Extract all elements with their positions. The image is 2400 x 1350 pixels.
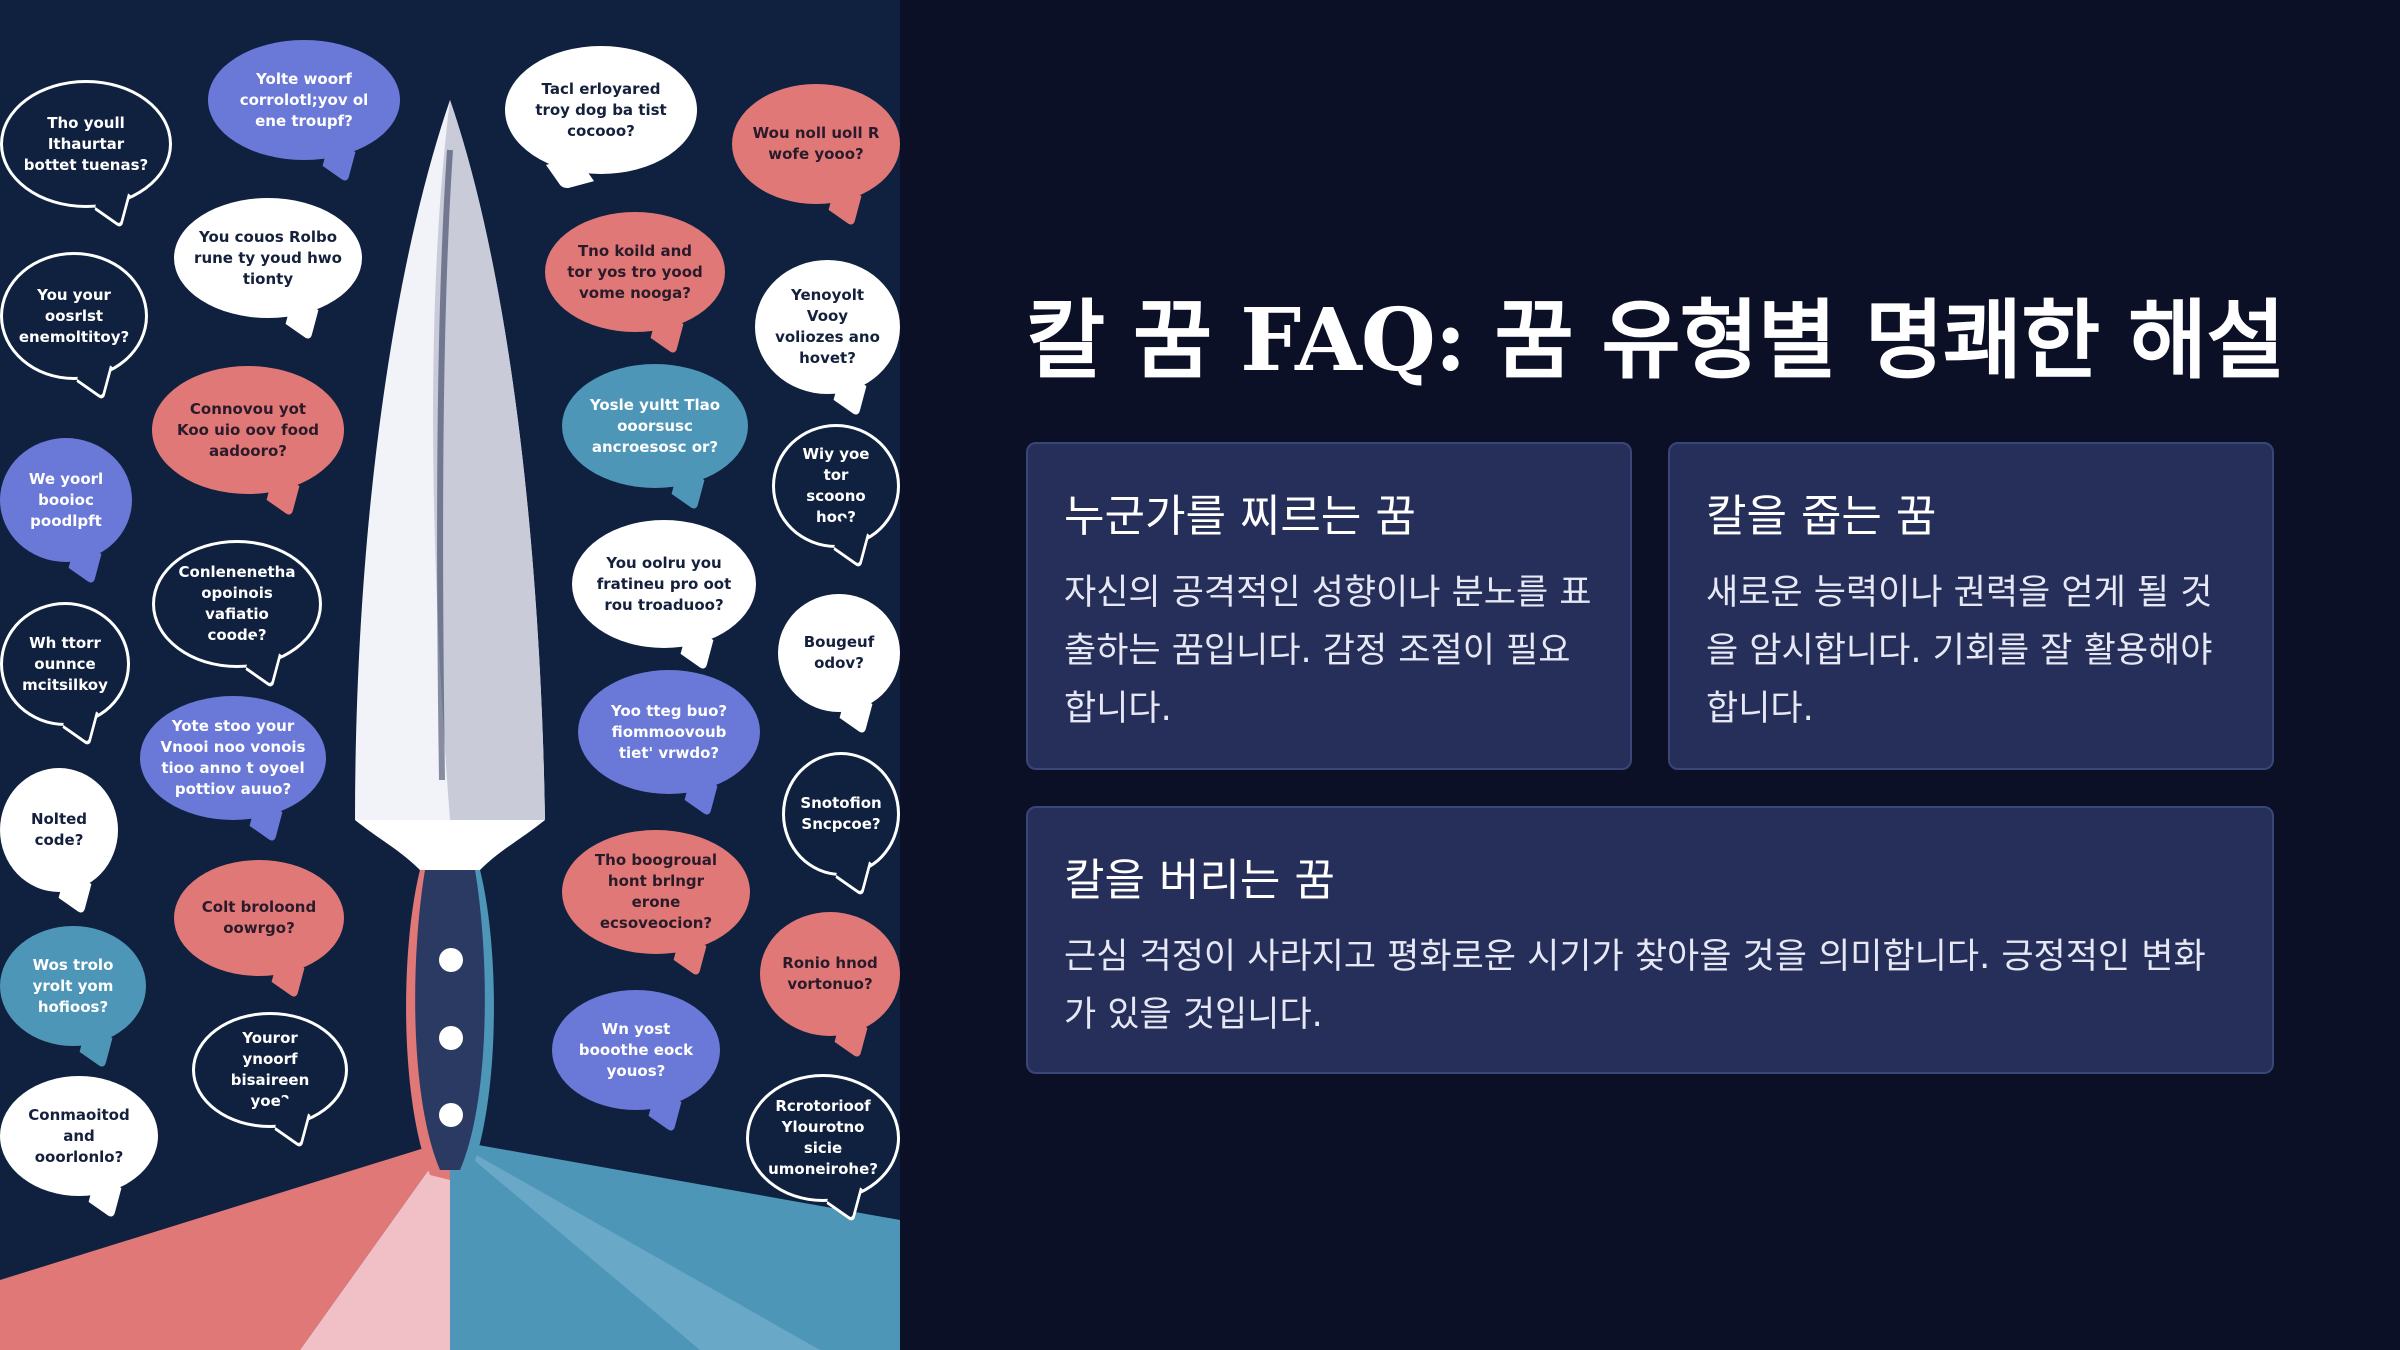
card-heading: 칼을 버리는 꿈 (1064, 855, 1335, 906)
speech-bubble: Yote stoo your Vnooi noo vonois tioo ann… (140, 696, 326, 820)
knife-handle-core (415, 870, 485, 1170)
speech-bubble: Youror ynoorf bisaireen yoe? (192, 1012, 348, 1128)
speech-bubble: You oolru you fratineu pro oot rou troad… (572, 520, 756, 648)
speech-bubble: You your oosrlst enemoltitoy? (0, 252, 148, 380)
card-body: 새로운 능력이나 권력을 얻게 될 것을 암시합니다. 기회를 잘 활용해야 합… (1706, 573, 2213, 729)
ray-teal-right (450, 1140, 900, 1350)
card-heading: 칼을 줍는 꿈 (1706, 491, 1937, 542)
speech-bubble: Wou noll uoll R wofe yooo? (732, 84, 900, 204)
faq-card-stabbing: 누군가를 찌르는 꿈 자신의 공격적인 성향이나 분노를 표출하는 꿈입니다. … (1026, 442, 1632, 770)
rivet-icon (439, 1026, 463, 1050)
knife-icon (0, 100, 900, 1350)
speech-bubble: Tho boogroual hont brlngr erone ecsoveoc… (562, 830, 750, 954)
speech-bubble: Rcrotorioof Ylourotno sicie umoneirohe? (746, 1074, 900, 1202)
speech-bubble: Yoo tteg buo? fiommoovoub tiet' vrwdo? (578, 670, 760, 794)
speech-bubble: Conmaoitod and ooorlonlo? (0, 1076, 158, 1196)
speech-bubble: Nolted code? (0, 768, 118, 892)
speech-bubble: Ronio hnod vortonuo? (760, 912, 900, 1036)
speech-bubble: Yolte woorf corrolotl;yov ol ene troupf? (208, 40, 400, 160)
speech-bubble: Wiy yoe tor scoono hoo? (772, 424, 900, 548)
ray-teal-light (450, 1140, 820, 1350)
speech-bubble: Colt broloond oowrgo? (174, 860, 344, 976)
rivet-icon (439, 1103, 463, 1127)
speech-bubble: Tho youll Ithaurtar bottet tuenas? (0, 80, 172, 208)
faq-card-throwing-away: 칼을 버리는 꿈 근심 걱정이 사라지고 평화로운 시기가 찾아올 것을 의미합… (1026, 806, 2274, 1074)
page-title: 칼 꿈 FAQ: 꿈 유형별 명쾌한 해설 (1026, 290, 2285, 391)
speech-bubble: Wn yost booothe eock youos? (552, 990, 720, 1110)
speech-bubble: You couos Rolbo rune ty youd hwo tionty (174, 198, 362, 318)
knife-illustration: Yolte woorf corrolotl;yov ol ene troupf?… (0, 0, 900, 1350)
knife-guard (355, 820, 545, 870)
speech-bubble: Wos trolo yrolt yom hofioos? (0, 926, 146, 1046)
faq-card-picking-up: 칼을 줍는 꿈 새로운 능력이나 권력을 얻게 될 것을 암시합니다. 기회를 … (1668, 442, 2274, 770)
card-body: 근심 걱정이 사라지고 평화로운 시기가 찾아올 것을 의미합니다. 긍정적인 … (1064, 937, 2206, 1035)
speech-bubble: Tacl erloyared troy dog ba tist cocooo? (505, 46, 697, 174)
speech-bubble: Wh ttorr ounnce mcitsilkoy (0, 602, 130, 726)
speech-bubble: Yenoyolt Vooy voliozes ano hovet? (755, 260, 900, 394)
card-heading: 누군가를 찌르는 꿈 (1064, 491, 1416, 542)
knife-blade-shade (433, 100, 545, 820)
knife-blade-edge (437, 149, 453, 781)
speech-bubble: Snotofion Sncpcoe? (782, 752, 900, 876)
speech-bubble: We yoorl booioc poodlpft (0, 438, 132, 562)
card-body: 자신의 공격적인 성향이나 분노를 표출하는 꿈입니다. 감정 조절이 필요합니… (1064, 573, 1592, 729)
rivet-icon (439, 948, 463, 972)
speech-bubble: Bougeuf odov? (778, 594, 900, 712)
speech-bubble: Yosle yultt Tlao ooorsusc ancroesosc or? (562, 364, 748, 488)
ray-pink-center (300, 1140, 450, 1350)
speech-bubble: Tno koild and tor yos tro yood vome noog… (545, 212, 725, 332)
speech-bubble: Conlenenetha opoinois vafiatio coode? (152, 540, 322, 668)
speech-bubble: Connovou yot Koo uio oov food aadooro? (152, 366, 344, 494)
